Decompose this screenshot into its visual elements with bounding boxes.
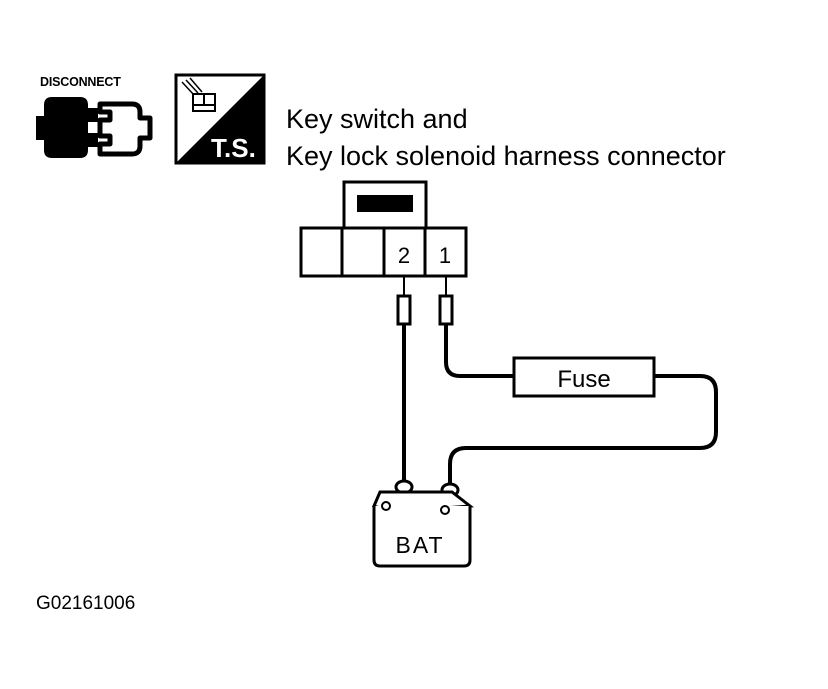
fuse: Fuse: [512, 356, 656, 398]
terminal-2-label: 2: [398, 243, 410, 268]
figure-id: G02161006: [36, 593, 136, 614]
ts-troubleshooting-icon: T.S.: [174, 73, 266, 165]
title-line-1: Key switch and: [286, 104, 468, 134]
disconnect-label: DISCONNECT: [40, 75, 121, 89]
battery-label: BAT: [395, 532, 444, 558]
terminal-1-label: 1: [439, 243, 451, 268]
probe-lead-terminal-2: [396, 276, 412, 484]
battery: BAT: [371, 479, 474, 568]
harness-connector: 2 1: [299, 180, 468, 278]
ts-icon-label: T.S.: [211, 133, 256, 163]
probe-lead-terminal-1: [438, 276, 514, 378]
fuse-to-battery-wire: [448, 374, 718, 486]
fuse-label: Fuse: [557, 366, 610, 393]
disconnect-connector-icon: [36, 97, 153, 158]
title-line-2: Key lock solenoid harness connector: [286, 141, 726, 171]
